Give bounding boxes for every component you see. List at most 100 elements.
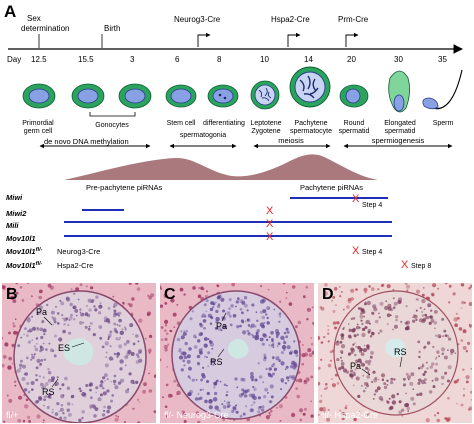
cell-nucleus (250, 323, 255, 328)
cell-nucleus (81, 392, 86, 397)
cell-nucleus (206, 380, 209, 383)
cell-nucleus (181, 410, 185, 415)
cell-nucleus (447, 396, 450, 400)
cell-nucleus (272, 372, 275, 376)
cell-nucleus (354, 368, 357, 371)
cell-nucleus (246, 329, 250, 333)
cell-nucleus (32, 326, 36, 331)
label-spermatocyte: spermatocyte (290, 128, 332, 135)
tubule-nuclei (176, 294, 299, 418)
cell-nucleus (356, 323, 359, 326)
cell-nucleus (469, 326, 472, 328)
cell-nucleus (232, 406, 236, 410)
cell-nucleus (434, 377, 439, 382)
cell-nucleus (291, 374, 296, 379)
cell-nucleus (209, 307, 214, 312)
cell-nucleus (60, 403, 64, 407)
cell-nucleus (246, 309, 249, 312)
cell-nucleus (418, 350, 421, 354)
cell-nucleus (264, 387, 269, 392)
cell-nucleus (50, 310, 55, 315)
cell-nucleus (2, 363, 5, 368)
cell-nucleus (292, 365, 297, 370)
cell-nucleus (101, 413, 106, 417)
cell-nucleus (235, 300, 239, 304)
cell-nucleus (35, 342, 38, 345)
day-6: 6 (175, 55, 180, 64)
cell-nucleus (14, 384, 17, 387)
event-determination: determination (21, 24, 69, 33)
cell-nucleus (109, 345, 112, 348)
cell-nucleus (131, 297, 135, 301)
cell-nucleus (204, 315, 207, 318)
cell-nucleus (310, 342, 314, 346)
cell-nucleus (353, 373, 356, 376)
hspa2-promoter-arrow (287, 32, 301, 47)
cell-nucleus (339, 340, 343, 344)
cell-nucleus (241, 300, 246, 305)
cell-nucleus (460, 339, 464, 342)
cell-nucleus (164, 348, 168, 352)
cell-nucleus (119, 367, 123, 371)
cell-nucleus (221, 403, 224, 406)
cell-nucleus (191, 310, 195, 313)
cell-nucleus (251, 378, 254, 382)
es-pointer (71, 342, 85, 348)
cell-nucleus (180, 368, 184, 372)
cell-nucleus (293, 340, 296, 343)
cell-nucleus (366, 375, 370, 379)
cell-nucleus (103, 373, 108, 378)
cell-nucleus (428, 315, 431, 318)
cell-nucleus (246, 388, 250, 392)
cell-nucleus (102, 391, 107, 396)
cell-nucleus (27, 283, 29, 285)
cell-nucleus (20, 336, 23, 339)
label-de-novo: de novo DNA methylation (44, 137, 129, 146)
cell-nucleus (244, 303, 248, 308)
cell-nucleus (188, 366, 192, 371)
cell-nucleus (385, 300, 388, 303)
cell-nucleus (2, 420, 5, 422)
cell-nucleus (410, 372, 415, 377)
cell-nucleus (275, 331, 280, 336)
cell-nucleus (304, 407, 307, 411)
cell-nucleus (47, 395, 50, 399)
cell-nucleus (210, 359, 215, 364)
cell-nucleus (46, 405, 50, 410)
cell-nucleus (341, 412, 346, 416)
cell-nucleus (82, 321, 85, 324)
cell-nucleus (128, 303, 133, 308)
cell-nucleus (81, 313, 85, 316)
cell-nucleus (241, 311, 244, 315)
cell-nucleus (463, 330, 466, 332)
cell-nucleus (332, 310, 336, 313)
cell-nucleus (115, 337, 119, 341)
cell-nucleus (79, 321, 83, 325)
cell-nucleus (357, 345, 361, 350)
cell-nucleus (283, 339, 285, 342)
cell-nucleus (124, 327, 127, 330)
cell-nucleus (271, 363, 275, 368)
cell-nucleus (396, 392, 399, 396)
cell-nucleus (369, 355, 373, 359)
cell-nucleus (301, 343, 304, 346)
cell-nucleus (23, 388, 28, 392)
cell-nucleus (450, 348, 455, 354)
cell-nucleus (187, 392, 192, 397)
cell-nucleus (226, 390, 229, 394)
cell-nucleus (252, 385, 255, 389)
day-8: 8 (217, 55, 222, 64)
cell-nucleus (31, 315, 34, 318)
cell-nucleus (136, 287, 141, 291)
day-label: Day (7, 55, 21, 64)
cell-nucleus (118, 314, 120, 317)
cell-nucleus (119, 330, 125, 335)
cell-nucleus (19, 286, 23, 289)
cell-nucleus (236, 324, 240, 329)
cell-nucleus (263, 353, 267, 357)
cell-nucleus (33, 345, 36, 348)
cell-nucleus (310, 400, 313, 403)
cell-nucleus (148, 372, 151, 375)
cell-nucleus (443, 329, 447, 333)
cell-nucleus (81, 410, 85, 414)
